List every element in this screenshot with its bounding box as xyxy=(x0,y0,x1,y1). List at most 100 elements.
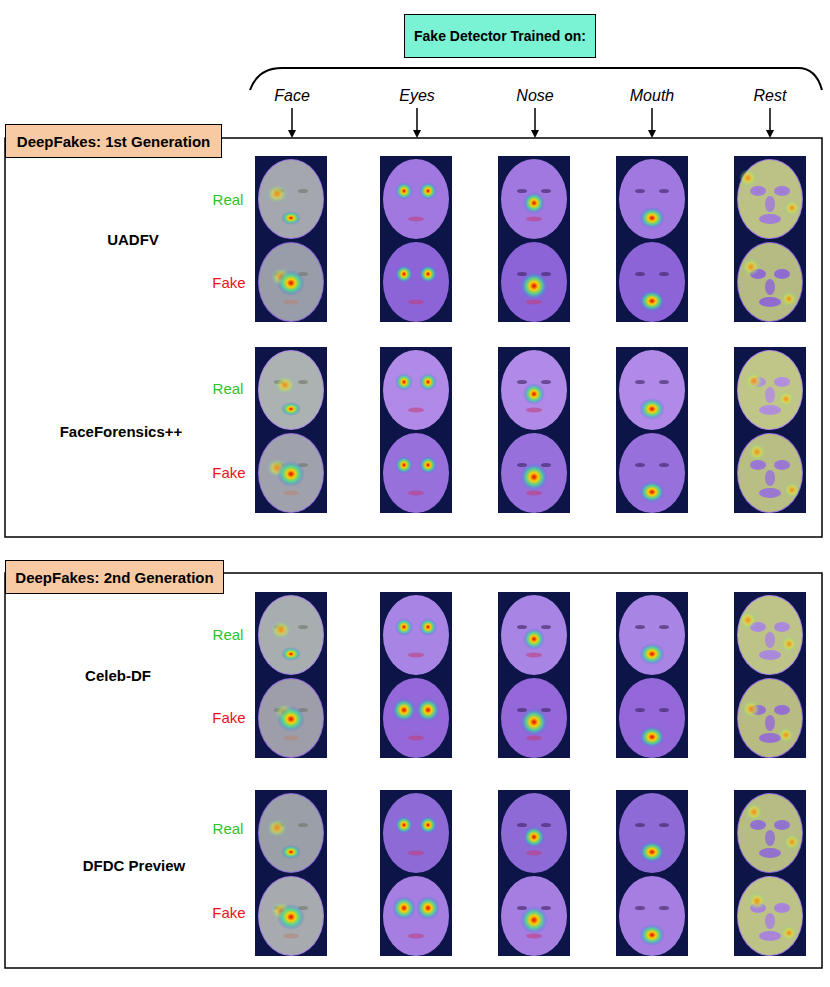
heatmap-shape xyxy=(635,380,645,384)
heatmap-shape xyxy=(738,434,802,512)
heatmap-shape xyxy=(259,351,323,429)
heatmap-shape xyxy=(659,189,669,193)
heatmap-shape xyxy=(635,463,645,467)
face-heatmap xyxy=(616,156,688,239)
heatmap-shape xyxy=(639,290,665,312)
heatmap-shape xyxy=(271,621,291,639)
section-header: DeepFakes: 2nd Generation xyxy=(5,560,224,594)
image-ground xyxy=(734,790,806,873)
face-shape xyxy=(258,793,324,873)
heatmap-shape xyxy=(759,650,781,660)
heatmap-shape xyxy=(392,896,416,920)
box-text: DeepFakes: 2nd Generation xyxy=(15,569,213,586)
image-ground xyxy=(255,873,327,956)
face-heatmap xyxy=(498,347,570,430)
face-shape xyxy=(619,793,685,873)
image-ground xyxy=(380,873,452,956)
heatmap-shape xyxy=(408,736,424,741)
image-ground xyxy=(734,347,806,430)
heatmap-shape xyxy=(765,913,775,929)
image-ground xyxy=(380,156,452,239)
heatmap-shape xyxy=(659,708,669,712)
image-ground xyxy=(616,675,688,758)
dataset-name: DFDC Preview xyxy=(83,857,186,874)
face-shape xyxy=(619,876,685,956)
heatmap-shape xyxy=(781,291,797,307)
face-shape xyxy=(258,595,324,675)
heatmap-shape xyxy=(259,679,323,757)
heatmap-shape xyxy=(765,830,775,846)
heatmap-shape xyxy=(523,192,545,214)
face-shape xyxy=(501,876,567,956)
face-heatmap xyxy=(616,347,688,430)
face-heatmap xyxy=(616,239,688,322)
heatmap-shape xyxy=(765,387,775,403)
heatmap-shape xyxy=(395,456,413,474)
heatmap-shape xyxy=(765,470,775,486)
image-ground xyxy=(255,156,327,239)
face-heatmap xyxy=(616,873,688,956)
image-ground xyxy=(616,347,688,430)
face-shape xyxy=(619,242,685,322)
heatmap-shape xyxy=(259,877,323,955)
dataset-name: Celeb-DF xyxy=(85,667,151,684)
face-heatmap xyxy=(734,790,806,873)
heatmap-shape xyxy=(745,803,763,821)
image-ground xyxy=(616,156,688,239)
heatmap-shape xyxy=(635,272,645,276)
face-shape xyxy=(258,678,324,758)
face-heatmap xyxy=(498,873,570,956)
face-shape xyxy=(501,159,567,239)
heatmap-shape xyxy=(267,185,287,203)
heatmap-shape xyxy=(774,269,790,279)
image-ground xyxy=(734,592,806,675)
heatmap-shape xyxy=(520,708,548,736)
heatmap-shape xyxy=(408,491,424,496)
heatmap-shape xyxy=(784,482,800,498)
image-ground xyxy=(380,430,452,513)
heatmap-shape xyxy=(395,265,413,283)
face-heatmap xyxy=(255,675,327,758)
heatmap-shape xyxy=(738,351,802,429)
face-heatmap xyxy=(255,239,327,322)
face-heatmap xyxy=(498,430,570,513)
heatmap-shape xyxy=(408,408,424,413)
face-shape xyxy=(501,433,567,513)
bracket xyxy=(250,68,822,90)
heatmap-shape xyxy=(277,706,305,732)
heatmap-shape xyxy=(639,398,665,420)
face-shape xyxy=(383,876,449,956)
face-shape xyxy=(383,242,449,322)
heatmap-shape xyxy=(738,596,802,674)
face-heatmap xyxy=(734,592,806,675)
heatmap-shape xyxy=(419,182,437,200)
heatmap-shape xyxy=(281,845,301,859)
face-heatmap xyxy=(380,675,452,758)
heatmap-shape xyxy=(742,258,760,276)
heatmap-shape xyxy=(517,823,527,827)
heatmap-shape xyxy=(395,618,413,636)
face-shape xyxy=(383,433,449,513)
heatmap-shape xyxy=(517,189,527,193)
heatmap-shape xyxy=(523,826,545,848)
heatmap-shape xyxy=(774,460,790,470)
heatmap-shape xyxy=(267,819,287,837)
heatmap-shape xyxy=(408,653,424,658)
heatmap-shape xyxy=(526,300,542,305)
heatmap-shape xyxy=(392,698,416,722)
column-label: Eyes xyxy=(399,87,435,105)
heatmap-shape xyxy=(541,189,551,193)
heatmap-shape xyxy=(517,380,527,384)
heatmap-shape xyxy=(526,217,542,222)
image-ground xyxy=(734,156,806,239)
face-shape xyxy=(737,793,803,873)
face-shape xyxy=(383,350,449,430)
image-ground xyxy=(380,592,452,675)
heatmap-shape xyxy=(541,823,551,827)
column-label: Nose xyxy=(516,87,553,105)
heatmap-grid xyxy=(255,156,806,956)
face-shape xyxy=(501,350,567,430)
heatmap-shape xyxy=(639,924,665,946)
row-label: Real xyxy=(213,191,244,208)
arrow xyxy=(291,108,293,136)
